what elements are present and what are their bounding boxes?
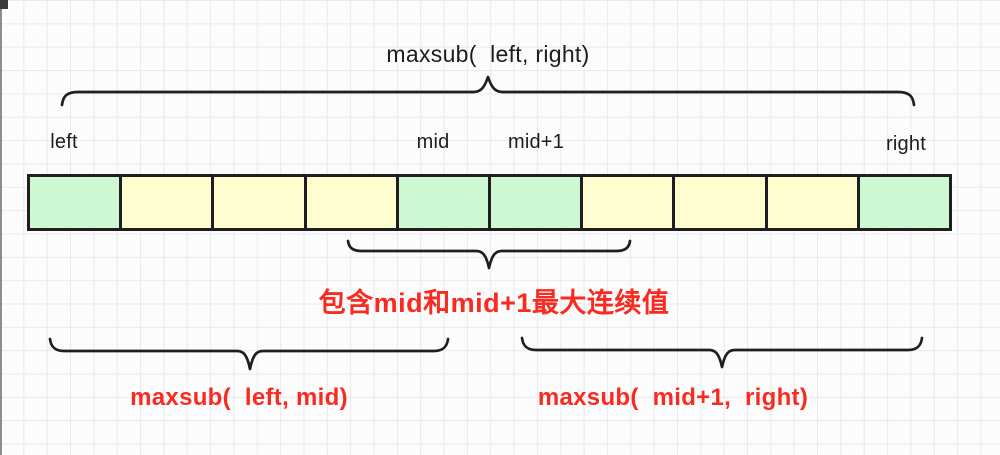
overbrace-full-range	[60, 75, 916, 107]
array-row	[27, 174, 952, 231]
array-cell-yellow	[764, 177, 857, 228]
pointer-label-mid: mid	[416, 131, 450, 153]
underbrace-right-half	[520, 336, 924, 369]
caption-maxsub-right-half: maxsub( mid+1, right)	[537, 384, 809, 411]
caption-cross-mid: 包含mid和mid+1最大连续值	[318, 288, 670, 318]
pointer-label-left: left	[50, 131, 78, 153]
pointer-label-mid-plus-1: mid+1	[507, 131, 565, 153]
underbrace-cross-mid	[346, 239, 632, 270]
array-cell-green	[395, 177, 489, 228]
array-cell-yellow	[672, 177, 765, 228]
array-cell-yellow	[211, 177, 304, 228]
array-cell-green	[856, 177, 950, 228]
screen-corner-artifact	[0, 0, 8, 9]
pointer-label-right: right	[886, 133, 926, 155]
underbrace-left-half	[48, 337, 450, 371]
array-cell-green	[488, 177, 581, 228]
diagram-title: maxsub( left, right)	[386, 41, 590, 67]
array-cell-yellow	[119, 177, 212, 228]
caption-maxsub-left-half: maxsub( left, mid)	[130, 384, 348, 411]
array-cell-yellow	[580, 177, 673, 228]
array-cell-green	[30, 177, 120, 228]
screen-edge-artifact	[0, 0, 2, 455]
array-cell-yellow	[303, 177, 396, 228]
